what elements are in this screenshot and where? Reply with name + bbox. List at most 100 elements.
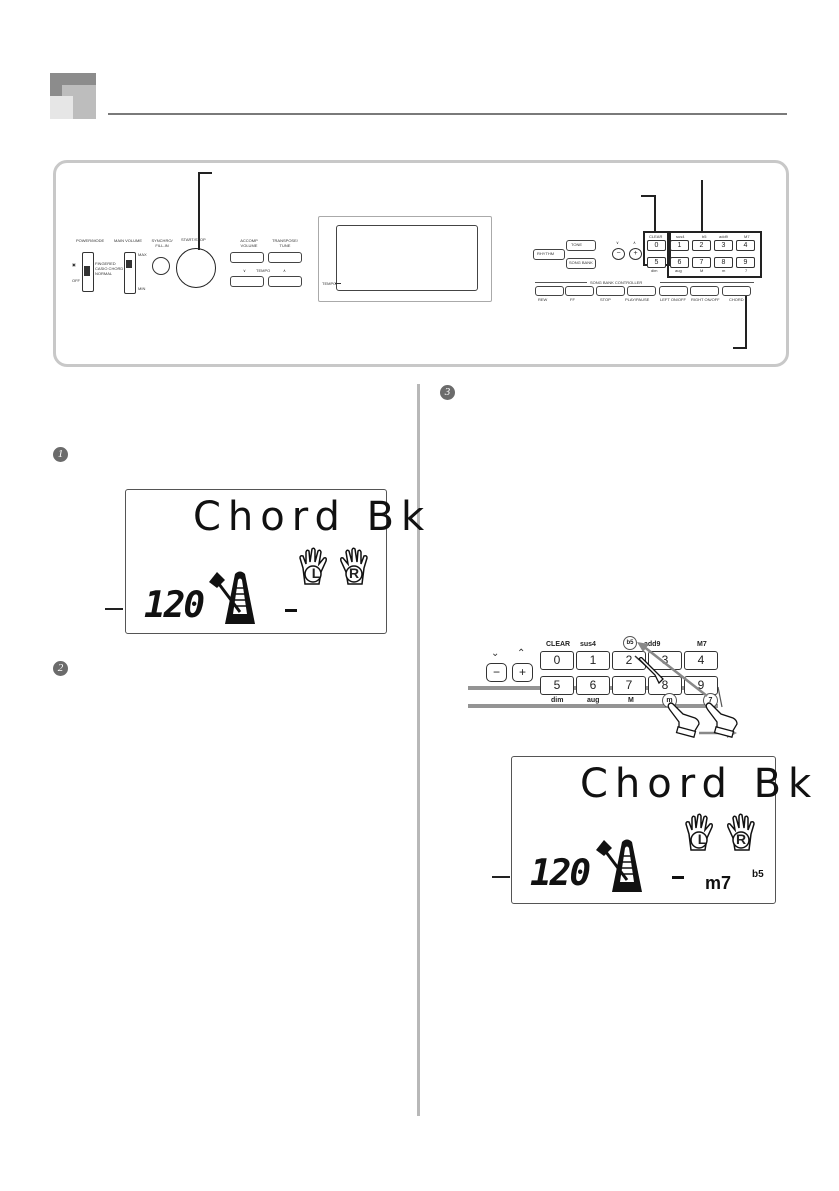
tempo-tick xyxy=(335,283,341,284)
zoom-dim-label: dim xyxy=(551,697,564,704)
zoom-minus-button[interactable]: − xyxy=(486,663,507,682)
chord-button[interactable] xyxy=(722,286,751,296)
zoom-major-label: M xyxy=(628,697,634,704)
tempo-up-button[interactable] xyxy=(268,276,302,287)
power-mode-switch[interactable] xyxy=(82,252,94,292)
add9-label: add9 xyxy=(719,234,728,239)
stop-button[interactable] xyxy=(596,286,625,296)
minus-button[interactable]: − xyxy=(612,248,625,260)
number-key-2[interactable]: 2 xyxy=(692,240,711,251)
finger-pointer-icon-3 xyxy=(637,656,665,690)
max-label: MAX xyxy=(138,252,147,257)
zoom-key-6[interactable]: 6 xyxy=(576,676,610,695)
left-onoff-label: LEFT ON/OFF xyxy=(660,297,686,302)
leader-line xyxy=(745,295,747,348)
synchro-fill-in-button[interactable] xyxy=(152,257,170,275)
tempo-down-icon: ∨ xyxy=(243,268,246,273)
leader-line xyxy=(654,195,656,231)
rhythm-button[interactable] xyxy=(533,249,565,260)
song-bank-label: SONG BANK xyxy=(569,260,593,265)
lcd2-chord-superscript: b5 xyxy=(752,869,764,880)
number-key-7[interactable]: 7 xyxy=(692,257,711,268)
power-mode-label: POWER/MODE xyxy=(76,238,105,243)
lcd2-title: Chord Bk xyxy=(580,761,819,807)
number-key-8[interactable]: 8 xyxy=(714,257,733,268)
lcd1-dash xyxy=(285,609,297,612)
lcd1-leader-line xyxy=(105,608,123,610)
lcd2-chord-name: m7 xyxy=(705,873,732,893)
left-onoff-button[interactable] xyxy=(659,286,688,296)
plus-button[interactable]: + xyxy=(629,248,642,260)
header-rule xyxy=(108,113,787,115)
number-key-9[interactable]: 9 xyxy=(736,257,755,268)
tempo-label: TEMPO xyxy=(256,268,271,273)
leader-line xyxy=(701,180,703,231)
step-3-marker: 3 xyxy=(440,385,455,400)
lcd2-dash xyxy=(672,876,684,879)
m7-label: M7 xyxy=(744,234,750,239)
zoom-key-2[interactable]: 2 xyxy=(612,651,646,670)
control-panel-illustration xyxy=(53,160,789,367)
number-key-0[interactable]: 0 xyxy=(647,240,666,251)
zoom-key-9[interactable]: 9 xyxy=(684,676,718,695)
right-hand-letter-2: R xyxy=(735,831,747,847)
number-key-1[interactable]: 1 xyxy=(670,240,689,251)
right-hand-letter: R xyxy=(348,565,360,581)
right-hand-icon-2 xyxy=(721,812,757,857)
zoom-key-8[interactable]: 8 xyxy=(648,676,682,695)
zoom-plus-button[interactable]: + xyxy=(512,663,533,682)
tempo-down-button[interactable] xyxy=(230,276,264,287)
tone-label: TONE xyxy=(571,242,583,247)
right-onoff-button[interactable] xyxy=(690,286,719,296)
main-volume-label: MAIN VOLUME xyxy=(114,238,143,243)
tempo-up-icon: ∧ xyxy=(283,268,286,273)
step-1-marker: 1 xyxy=(53,447,68,462)
section-marker-light xyxy=(50,96,73,119)
left-hand-icon xyxy=(297,546,333,591)
number-key-3[interactable]: 3 xyxy=(714,240,733,251)
transpose-tune-button[interactable] xyxy=(268,252,302,263)
zoom-key-1[interactable]: 1 xyxy=(576,651,610,670)
zoom-clear-label: CLEAR xyxy=(546,641,571,648)
main-volume-slider[interactable] xyxy=(124,252,136,294)
right-onoff-label: RIGHT ON/OFF xyxy=(691,297,720,302)
major-label: M xyxy=(700,268,704,273)
play-pause-button[interactable] xyxy=(627,286,656,296)
left-hand-letter: L xyxy=(311,565,321,581)
rew-button[interactable] xyxy=(535,286,564,296)
number-key-4[interactable]: 4 xyxy=(736,240,755,251)
zoom-key-4[interactable]: 4 xyxy=(684,651,718,670)
tone-button[interactable] xyxy=(566,240,596,251)
power-switch-knob xyxy=(84,266,90,276)
number-key-5[interactable]: 5 xyxy=(647,257,666,268)
lcd1-title: Chord Bk xyxy=(193,494,432,540)
transpose-label: TRANSPOSE/ TUNE xyxy=(272,238,298,248)
leader-line xyxy=(733,347,747,349)
finger-pointer-icon-2 xyxy=(703,702,743,743)
number-key-6[interactable]: 6 xyxy=(670,257,689,268)
zoom-key-0[interactable]: 0 xyxy=(540,651,574,670)
column-divider xyxy=(417,384,420,1116)
chord-label: CHORD xyxy=(729,297,744,302)
b5-label: b5 xyxy=(702,234,707,239)
step-2-marker: 2 xyxy=(53,661,68,676)
normal-label: NORMAL xyxy=(95,271,113,276)
b5-circle: b5 xyxy=(623,636,637,650)
controller-rule-right xyxy=(660,282,754,283)
minus-chevron-icon: ∨ xyxy=(616,240,619,245)
start-stop-button[interactable] xyxy=(176,248,216,288)
zoom-key-7[interactable]: 7 xyxy=(612,676,646,695)
song-bank-button[interactable] xyxy=(566,258,596,269)
ff-label: FF xyxy=(570,297,575,302)
display-frame xyxy=(318,216,492,302)
zoom-sus4-label: sus4 xyxy=(580,641,596,648)
lcd1-tempo-value: 120 xyxy=(144,585,205,626)
play-pause-label: PLAY/PAUSE xyxy=(625,297,650,302)
zoom-key-5[interactable]: 5 xyxy=(540,676,574,695)
metronome-icon xyxy=(207,566,263,631)
right-hand-icon xyxy=(334,546,370,591)
fingered-label: FINGERED xyxy=(95,261,116,266)
accomp-volume-button[interactable] xyxy=(230,252,264,263)
ff-button[interactable] xyxy=(565,286,594,296)
zoom-aug-label: aug xyxy=(587,697,600,704)
